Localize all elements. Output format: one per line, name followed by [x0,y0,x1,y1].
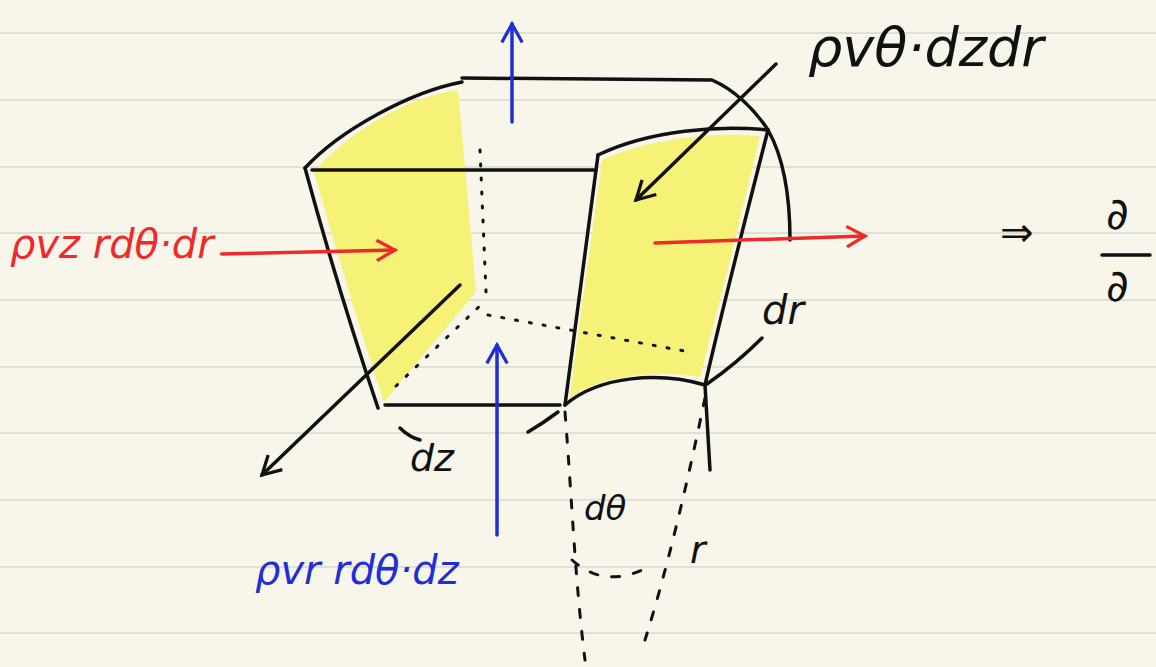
radial-lines [565,398,705,660]
flux-label: ρvz rdθ·dr [10,222,214,266]
dimension-label: dθ [584,490,626,527]
top-flux-arrow [510,24,514,122]
dimension-label: dr [762,288,804,332]
partial-symbol: ∂ [1106,190,1129,238]
theta-flux-arrow [636,64,776,200]
ruled-lines [0,33,1156,633]
hidden-edges [396,150,690,386]
element-outline [305,78,790,470]
dimension-label: dz [410,438,454,480]
right-flux-arrow [655,236,865,243]
fraction-bar [1102,253,1150,257]
dimension-label: r [690,530,706,572]
flux-label: ρvθ·dzdr [808,18,1044,77]
flux-label: ρvr rdθ·dz [255,548,459,592]
right-face-fill [570,135,760,398]
implies-symbol: ⇒ [1000,210,1034,254]
left-flux-arrow [222,250,395,254]
bottom-flux-arrow [495,345,499,535]
partial-symbol: ∂ [1106,262,1129,310]
